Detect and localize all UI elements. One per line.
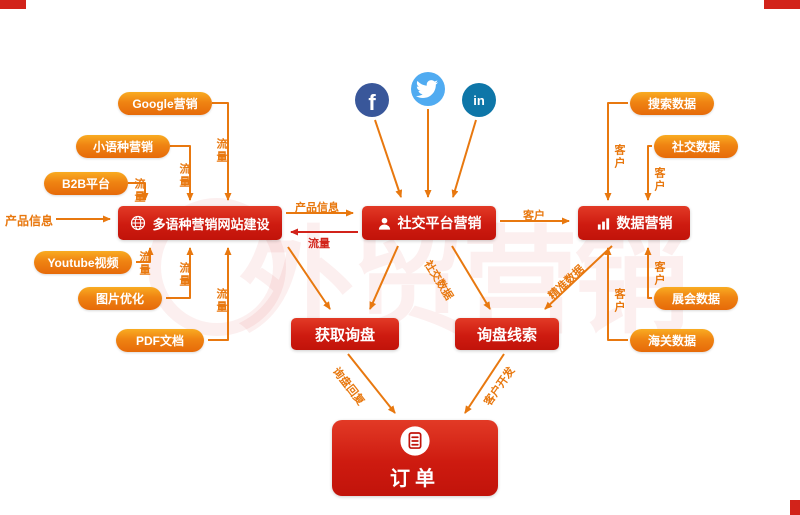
edge-leads-order	[464, 353, 505, 414]
node-data-label: 数据营销	[616, 215, 673, 231]
node-order: 订单	[332, 420, 498, 496]
label-traffic-minorlang: 流量	[178, 163, 190, 189]
label-traffic-image: 流量	[178, 262, 190, 288]
edge-google-website	[212, 102, 232, 201]
node-leads-label: 询盘线索	[476, 326, 537, 344]
label-product-info-mid: 产品信息	[295, 202, 339, 214]
crop-mark-top-right	[764, 0, 800, 9]
person-icon	[377, 216, 392, 231]
right-pill-search-data: 搜索数据	[630, 92, 714, 115]
edge-searchdata-data	[604, 102, 628, 201]
edge-data-leads	[544, 245, 613, 310]
edge-pdf-website	[208, 247, 232, 341]
left-pill-google: Google营销	[118, 92, 212, 115]
label-customers-search: 客户	[613, 144, 625, 170]
linkedin-letters: in	[473, 92, 485, 108]
linkedin-icon: in	[462, 83, 496, 117]
label-traffic-return: 流量	[308, 238, 330, 250]
edge-social-leads	[451, 245, 491, 310]
label-traffic-google: 流量	[215, 138, 227, 164]
edge-image-website	[166, 247, 194, 299]
order-document-icon	[399, 425, 431, 457]
label-customers-socialdata: 客户	[653, 167, 665, 193]
label-customers-customs: 客户	[613, 288, 625, 314]
twitter-bird-glyph	[416, 80, 439, 99]
label-traffic-pdf: 流量	[215, 288, 227, 314]
label-customers-exhibition: 客户	[653, 261, 665, 287]
edge-b2b-website	[128, 182, 149, 201]
node-data-marketing: 数据营销	[578, 206, 690, 240]
label-product-info-left: 产品信息	[5, 214, 54, 228]
node-get-inquiry: 获取询盘	[291, 318, 399, 350]
facebook-letter: f	[368, 90, 376, 115]
node-website: 多语种营销网站建设	[118, 206, 282, 240]
node-order-label: 订单	[390, 468, 440, 490]
edge-customsdata-data	[604, 247, 628, 341]
edge-facebook-social	[374, 119, 403, 198]
left-pill-pdf: PDF文档	[116, 329, 204, 352]
crop-mark-top-left	[0, 0, 26, 9]
edge-social-inquiry	[369, 245, 399, 310]
node-social-platform: 社交平台营销	[362, 206, 496, 240]
left-pill-image-optimize: 图片优化	[78, 287, 162, 310]
edge-minorlang-website	[170, 145, 194, 201]
globe-icon	[130, 215, 146, 231]
right-pill-customs-data: 海关数据	[630, 329, 714, 352]
edge-website-inquiry	[287, 246, 331, 310]
edge-youtube-website	[136, 247, 154, 263]
node-inquiry-leads: 询盘线索	[455, 318, 559, 350]
node-website-label: 多语种营销网站建设	[152, 216, 270, 232]
crop-mark-bottom-right	[790, 500, 800, 515]
left-pill-youtube: Youtube视频	[34, 251, 132, 274]
bar-chart-icon	[596, 216, 611, 231]
right-pill-social-data: 社交数据	[654, 135, 738, 158]
label-customers-mid: 客户	[523, 210, 545, 222]
node-social-label: 社交平台营销	[397, 215, 482, 231]
edge-linkedin-social	[451, 119, 477, 198]
edge-exhibitdata-data	[644, 247, 652, 299]
left-pill-b2b: B2B平台	[44, 172, 128, 195]
facebook-icon: f	[355, 83, 389, 117]
label-traffic-youtube: 流量	[138, 251, 150, 277]
twitter-icon	[411, 72, 445, 106]
left-pill-minor-language: 小语种营销	[76, 135, 170, 158]
label-traffic-b2b: 流量	[133, 178, 145, 204]
node-inquiry-label: 获取询盘	[314, 326, 375, 344]
edge-inquiry-order	[347, 353, 396, 414]
right-pill-exhibition-data: 展会数据	[654, 287, 738, 310]
edge-socialdata-data	[644, 145, 652, 201]
